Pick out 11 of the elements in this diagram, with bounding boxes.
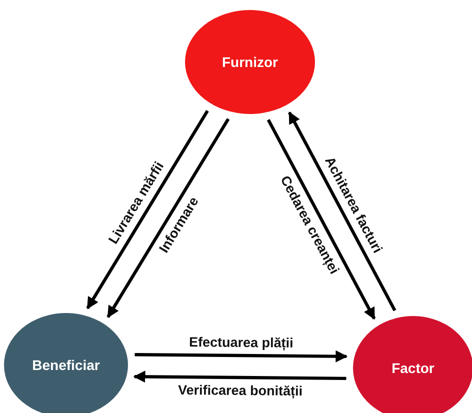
node-label: Beneficiar xyxy=(32,357,100,373)
node-label: Factor xyxy=(392,360,434,376)
arrow xyxy=(86,110,209,310)
arrow xyxy=(288,112,396,312)
edge-label: Efectuarea plății xyxy=(186,334,296,351)
arrow xyxy=(266,119,376,320)
arrow xyxy=(133,370,346,383)
edge-label: Verificarea bonității xyxy=(176,382,304,400)
arrow xyxy=(106,118,230,318)
node-label: Furnizor xyxy=(222,54,278,70)
arrow xyxy=(134,350,348,362)
